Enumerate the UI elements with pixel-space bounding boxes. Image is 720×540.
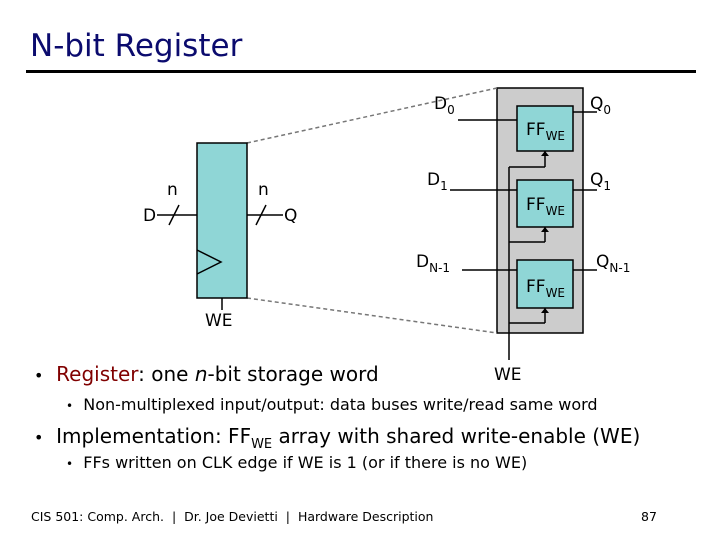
zoom-guide-bottom [246,297,498,334]
slide-title: N-bit Register [30,28,243,64]
page-number: 87 [641,509,657,524]
register-input-width-label: n [167,180,178,200]
sub-bullet-implementation: • FFs written on CLK edge if WE is 1 (or… [66,453,528,472]
ff-n1-q-label: QN-1 [596,252,631,275]
register-input-label: D [143,206,157,226]
sub-bullet-register: • Non-multiplexed input/output: data bus… [66,395,598,414]
ff-1-q-label: Q1 [590,170,612,193]
ff-n1-label: FFWE [526,277,566,300]
slide-footer: CIS 501: Comp. Arch. | Dr. Joe Devietti … [31,509,434,524]
ff-n1-d-label: DN-1 [416,252,451,275]
bullet-dot-icon: • [34,428,44,447]
bullet-implementation: • Implementation: FFWE array with shared… [34,424,641,452]
ff-n1-box [516,259,574,309]
title-divider [26,70,696,73]
ff-0-q-label: Q0 [590,94,612,117]
register-we-label: WE [205,311,233,331]
register-box [196,142,248,299]
zoom-guide-top [246,87,498,144]
ff-1-d-label: D1 [427,170,448,193]
ff-0-label: FFWE [526,120,566,143]
ff-0-d-label: D0 [434,94,455,117]
clock-triangle [196,249,223,275]
bullet-dot-icon: • [34,366,44,385]
array-we-label: WE [494,365,522,385]
register-d-width-slash [168,204,180,226]
bullet-register: • Register: one n-bit storage word [34,362,379,386]
register-q-width-slash [255,204,267,226]
register-output-width-label: n [258,180,269,200]
sub-bullet-dot-icon: • [66,399,74,413]
ff-1-box [516,179,574,228]
ff-1-label: FFWE [526,195,566,218]
sub-bullet-dot-icon: • [66,457,74,471]
ff-0-box [516,105,574,152]
register-output-label: Q [284,206,298,226]
